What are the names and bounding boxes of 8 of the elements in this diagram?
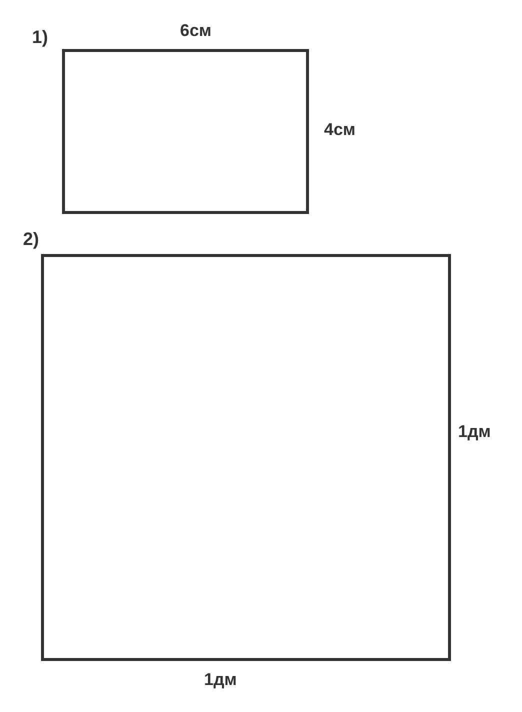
figure-number: 1) <box>32 26 48 49</box>
rectangle <box>41 254 451 661</box>
figure-number: 2) <box>23 228 40 251</box>
dimension-label: 1дм <box>204 669 237 691</box>
dimension-label: 4см <box>324 119 356 141</box>
dimension-label: 1дм <box>458 421 491 443</box>
rectangle <box>62 49 309 214</box>
dimension-label: 6см <box>180 20 212 42</box>
